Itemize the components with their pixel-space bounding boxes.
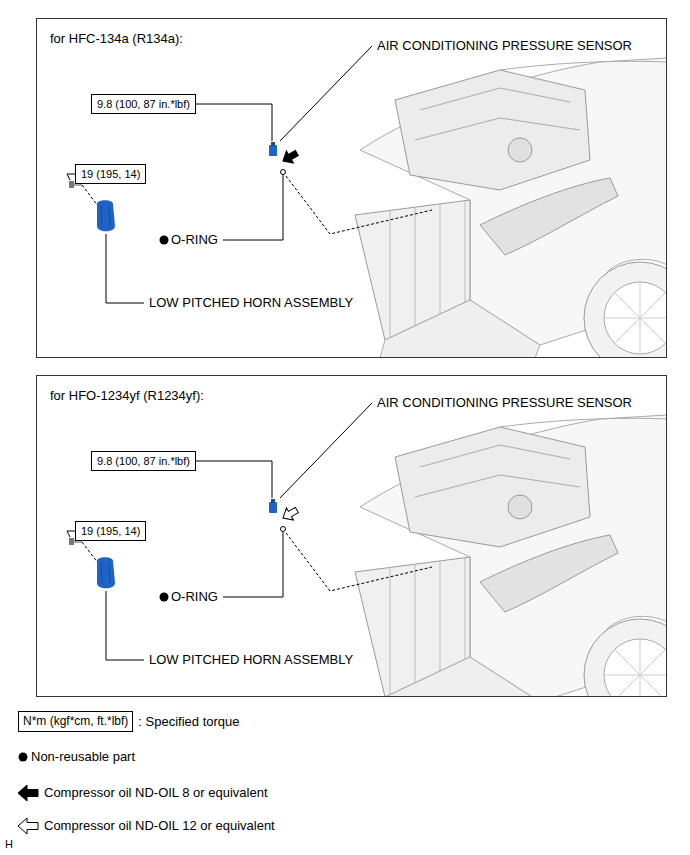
part-label: O-RING [170, 589, 219, 605]
engine [395, 70, 590, 190]
variant-panel: for HFO-1234yf (R1234yf): 9.8 (100, 87 in… [36, 375, 667, 697]
leader-lines [67, 46, 372, 660]
torque-box: 9.8 (100, 87 in.*lbf) [91, 94, 196, 114]
location-line [286, 176, 432, 234]
part-label: O-RING [170, 232, 219, 248]
legend-text: Non-reusable part [31, 749, 135, 764]
leader-line [106, 234, 144, 303]
o-ring [281, 170, 286, 175]
panel-title: for HFO-1234yf (R1234yf): [50, 388, 204, 404]
vehicle-view [69, 415, 666, 696]
leader-line [196, 104, 272, 141]
legend-entry: : Specified torque [138, 714, 239, 730]
headlight [480, 178, 618, 255]
non-reusable-dot [160, 236, 169, 245]
vehicle-view [69, 58, 666, 357]
legend-entry: Compressor oil ND-OIL 8 or equivalent [44, 785, 268, 801]
legend-text: : Specified torque [138, 714, 239, 729]
leader-line [223, 175, 283, 240]
legend-entry: Compressor oil ND-OIL 12 or equivalent [44, 818, 275, 834]
leader-line [280, 46, 372, 141]
part-label: AIR CONDITIONING PRESSURE SENSOR [376, 395, 633, 411]
leader-line [67, 174, 75, 180]
legend-arrow [18, 818, 38, 834]
legend-text: Compressor oil ND-OIL 8 or equivalent [44, 785, 268, 800]
leader-line [106, 591, 144, 660]
leader-line [223, 532, 283, 597]
legend-arrow [18, 785, 38, 801]
torque-value: 9.8 (100, 87 in.*lbf) [97, 454, 190, 468]
wheel-spokes [604, 282, 666, 354]
horn [97, 200, 115, 231]
wheel [584, 262, 666, 357]
torque-value: N*m (kgf*cm, ft.*lbf) [23, 714, 128, 729]
torque-box: 9.8 (100, 87 in.*lbf) [91, 451, 196, 471]
cowl-line [500, 61, 666, 70]
torque-box: 19 (195, 14) [75, 164, 146, 184]
wheel-rim [604, 282, 666, 354]
bolt [69, 181, 74, 188]
torque-box: 19 (195, 14) [75, 521, 146, 541]
oil-arrow [280, 504, 301, 524]
legend-dot [19, 753, 28, 762]
bumper [380, 300, 540, 357]
figure-code: H [4, 836, 14, 852]
pressure-sensor [271, 142, 275, 146]
part-label: LOW PITCHED HORN ASSEMBLY [148, 295, 354, 311]
panel-title: for HFC-134a (R134a): [50, 31, 183, 47]
part-label: AIR CONDITIONING PRESSURE SENSOR [376, 38, 633, 54]
part-label: LOW PITCHED HORN ASSEMBLY [148, 652, 354, 668]
legend-entry: Non-reusable part [31, 749, 135, 765]
bolt-line [82, 185, 98, 206]
oil-arrow [280, 147, 301, 167]
pressure-sensor [269, 145, 277, 156]
horn-detail [101, 206, 110, 226]
torque-value: 9.8 (100, 87 in.*lbf) [97, 97, 190, 111]
leader-line [196, 461, 272, 498]
legend-torque-box: N*m (kgf*cm, ft.*lbf) [18, 711, 133, 732]
leader-line [67, 531, 75, 537]
engine-detail [415, 118, 580, 140]
non-reusable-dot [160, 593, 169, 602]
engine-detail [420, 88, 570, 110]
torque-value: 19 (195, 14) [81, 524, 140, 538]
leader-line [280, 403, 372, 498]
legend-text: Compressor oil ND-OIL 12 or equivalent [44, 818, 275, 833]
engine-detail [508, 138, 532, 162]
torque-value: 19 (195, 14) [81, 167, 140, 181]
